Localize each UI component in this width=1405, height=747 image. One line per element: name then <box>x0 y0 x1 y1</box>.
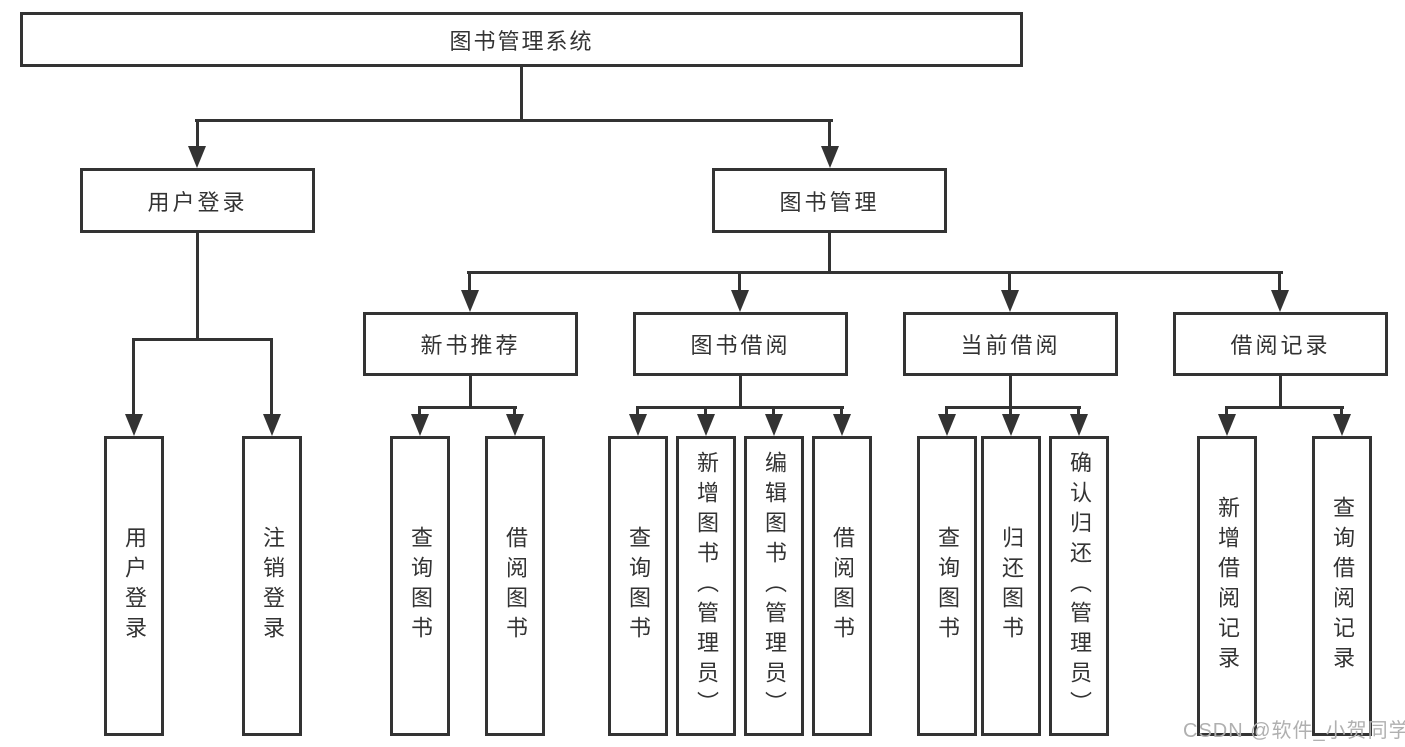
connector-line <box>1225 406 1344 409</box>
arrowhead-icon <box>263 414 281 436</box>
node-label: 查询图书 <box>626 526 651 646</box>
node-borrow-records: 借阅记录 <box>1173 312 1388 376</box>
node-new-book-recommend: 新书推荐 <box>363 312 578 376</box>
arrowhead-icon <box>833 414 851 436</box>
watermark: CSDN @软件_小贺同学 <box>1183 720 1405 742</box>
arrowhead-icon <box>461 290 479 312</box>
arrowhead-icon <box>125 414 143 436</box>
arrowhead-icon <box>1218 414 1236 436</box>
arrowhead-icon <box>938 414 956 436</box>
connector-line <box>132 338 135 416</box>
connector-line <box>828 233 831 273</box>
connector-line <box>704 406 707 416</box>
arrowhead-icon <box>188 146 206 168</box>
leaf-borrow-add-books-admin: 新增图书（管理员） <box>676 436 736 736</box>
node-label: 查询图书 <box>935 526 960 646</box>
connector-line <box>418 406 517 409</box>
arrowhead-icon <box>1001 290 1019 312</box>
arrowhead-icon <box>1070 414 1088 436</box>
connector-line <box>1008 271 1011 291</box>
arrowhead-icon <box>821 146 839 168</box>
connector-line <box>270 338 273 416</box>
leaf-borrow-query-books: 查询图书 <box>608 436 668 736</box>
connector-line <box>195 119 833 122</box>
connector-line <box>739 376 742 408</box>
arrowhead-icon <box>1271 290 1289 312</box>
node-label: 当前借阅 <box>960 333 1061 358</box>
node-label: 新书推荐 <box>420 333 521 358</box>
node-label: 新增图书（管理员） <box>694 451 719 721</box>
node-label: 用户登录 <box>147 189 248 215</box>
leaf-recommend-query-books: 查询图书 <box>390 436 450 736</box>
node-label: 新增借阅记录 <box>1215 496 1240 676</box>
connector-line <box>738 271 741 291</box>
node-label: 借阅记录 <box>1230 333 1331 358</box>
node-label: 用户登录 <box>122 526 147 646</box>
node-label: 查询借阅记录 <box>1330 496 1355 676</box>
leaf-current-query-books: 查询图书 <box>917 436 977 736</box>
arrowhead-icon <box>629 414 647 436</box>
arrowhead-icon <box>411 414 429 436</box>
arrowhead-icon <box>697 414 715 436</box>
connector-line <box>513 406 516 416</box>
connector-line <box>1279 375 1282 408</box>
leaf-borrow-edit-books-admin: 编辑图书（管理员） <box>744 436 804 736</box>
arrowhead-icon <box>506 414 524 436</box>
node-label: 图书管理 <box>779 189 880 215</box>
leaf-current-confirm-return-admin: 确认归还（管理员） <box>1049 436 1109 736</box>
connector-line <box>1077 406 1080 416</box>
node-current-borrow: 当前借阅 <box>903 312 1118 376</box>
arrowhead-icon <box>765 414 783 436</box>
node-label: 注销登录 <box>260 526 285 646</box>
arrowhead-icon <box>731 290 749 312</box>
node-label: 编辑图书（管理员） <box>762 451 787 721</box>
arrowhead-icon <box>1002 414 1020 436</box>
node-user-login: 用户登录 <box>80 168 315 233</box>
leaf-records-query-record: 查询借阅记录 <box>1312 436 1372 736</box>
node-label: 确认归还（管理员） <box>1067 451 1092 721</box>
connector-line <box>828 119 831 147</box>
connector-line <box>945 406 1081 409</box>
node-label: 查询图书 <box>408 526 433 646</box>
connector-line <box>468 271 471 291</box>
leaf-records-add-record: 新增借阅记录 <box>1197 436 1257 736</box>
connector-line <box>636 406 639 416</box>
arrowhead-icon <box>1333 414 1351 436</box>
connector-line <box>1225 406 1228 416</box>
connector-line <box>469 376 472 408</box>
connector-line <box>1009 376 1012 408</box>
connector-line <box>467 271 1283 274</box>
node-book-management: 图书管理 <box>712 168 947 233</box>
node-label: 借阅图书 <box>503 526 528 646</box>
connector-line <box>1009 406 1012 416</box>
node-book-borrow: 图书借阅 <box>633 312 848 376</box>
connector-line <box>636 406 844 409</box>
connector-line <box>840 406 843 416</box>
connector-line <box>418 406 421 416</box>
node-label: 图书管理系统 <box>449 28 594 54</box>
connector-line <box>1278 271 1281 291</box>
leaf-logout: 注销登录 <box>242 436 302 736</box>
connector-line <box>520 67 523 121</box>
connector-line <box>772 406 775 416</box>
node-label: 归还图书 <box>999 526 1024 646</box>
connector-line <box>132 338 273 341</box>
node-label: 借阅图书 <box>830 526 855 646</box>
node-label: 图书借阅 <box>690 333 791 358</box>
leaf-current-return-books: 归还图书 <box>981 436 1041 736</box>
connector-line <box>1340 406 1343 416</box>
leaf-recommend-borrow-books: 借阅图书 <box>485 436 545 736</box>
leaf-user-login: 用户登录 <box>104 436 164 736</box>
leaf-borrow-borrow-books: 借阅图书 <box>812 436 872 736</box>
node-root: 图书管理系统 <box>20 12 1023 67</box>
connector-line <box>945 406 948 416</box>
connector-line <box>196 119 199 147</box>
connector-line <box>196 233 199 340</box>
